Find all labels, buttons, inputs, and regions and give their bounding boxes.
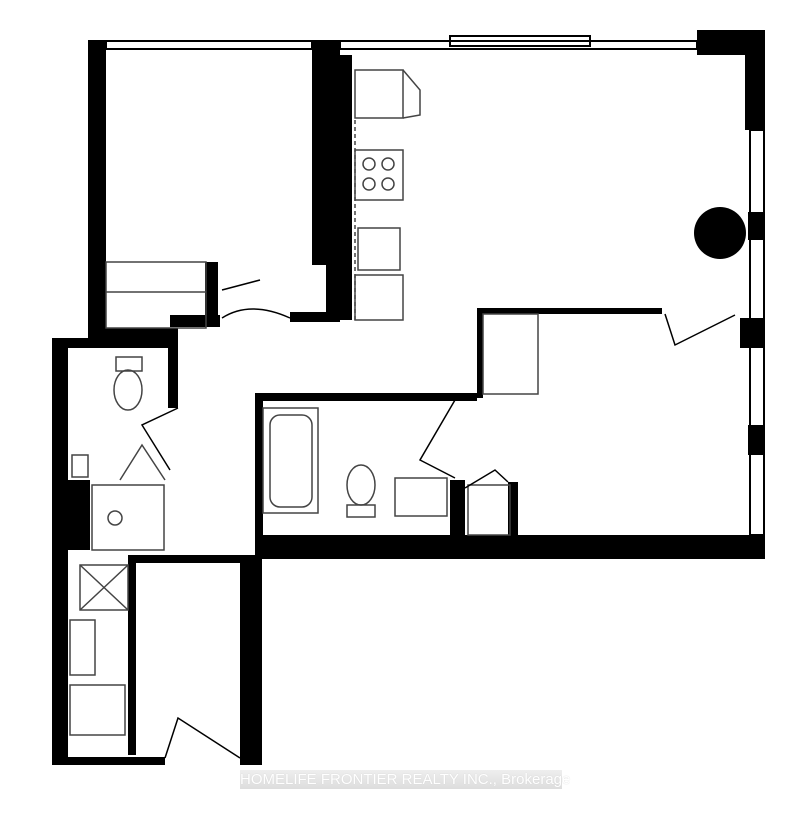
walls xyxy=(52,30,765,765)
door-swings xyxy=(140,279,736,759)
column xyxy=(694,207,746,259)
watermark: HOMELIFE FRONTIER REALTY INC., Brokerage xyxy=(240,770,571,789)
fixtures xyxy=(69,69,539,736)
windows xyxy=(105,35,765,536)
